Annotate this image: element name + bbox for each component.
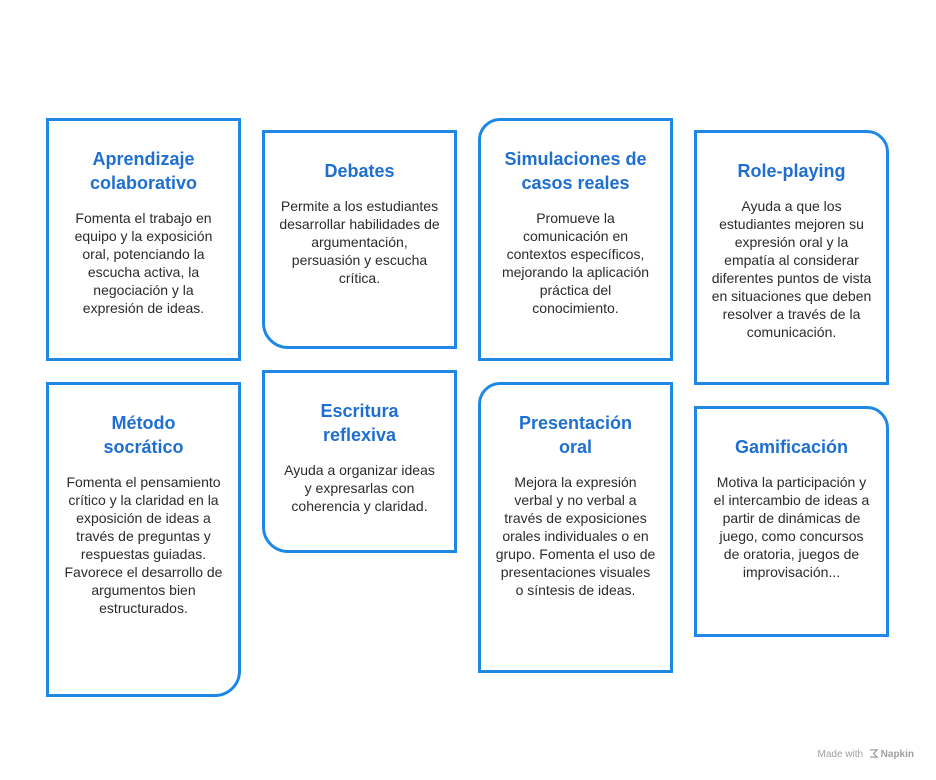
card-body: Permite a los estudiantes desarrollar ha… [279, 198, 440, 286]
footer-brand: Napkin [880, 749, 914, 760]
card-title: Role-playing [737, 161, 846, 181]
card-escritura-reflexiva: Escritura reflexiva Ayuda a organizar id… [262, 370, 457, 553]
footer-credit: Made with Napkin [818, 749, 914, 760]
card-aprendizaje-colaborativo: Aprendizaje colaborativo Fomenta el trab… [46, 118, 241, 361]
card-title: Gamificación [734, 437, 849, 457]
card-body: Promueve la comunicación en contextos es… [501, 210, 650, 316]
card-title: Método socrático [103, 413, 184, 457]
card-presentacion-oral: Presentación oral Mejora la expresión ve… [478, 382, 673, 673]
card-title: Simulaciones de casos reales [504, 149, 647, 193]
napkin-logo: Napkin [869, 749, 914, 760]
card-body: Motiva la participación y el intercambio… [713, 474, 870, 580]
card-simulaciones: Simulaciones de casos reales Promueve la… [478, 118, 673, 361]
card-title: Presentación oral [518, 413, 633, 457]
footer-made-with: Made with [817, 749, 864, 760]
card-title: Aprendizaje colaborativo [89, 149, 198, 193]
napkin-icon [869, 749, 879, 758]
card-title: Escritura reflexiva [320, 401, 399, 445]
card-gamificacion: Gamificación Motiva la participación y e… [694, 406, 889, 637]
card-metodo-socratico: Método socrático Fomenta el pensamiento … [46, 382, 241, 697]
card-title: Debates [324, 161, 395, 181]
card-body: Ayuda a organizar ideas y expresarlas co… [284, 462, 435, 514]
card-role-playing: Role-playing Ayuda a que los estudiantes… [694, 130, 889, 385]
card-body: Fomenta el trabajo en equipo y la exposi… [74, 210, 213, 316]
card-debates: Debates Permite a los estudiantes desarr… [262, 130, 457, 349]
card-body: Ayuda a que los estudiantes mejoren su e… [711, 198, 872, 340]
card-body: Fomenta el pensamiento crítico y la clar… [64, 474, 223, 616]
card-body: Mejora la expresión verbal y no verbal a… [495, 474, 656, 598]
